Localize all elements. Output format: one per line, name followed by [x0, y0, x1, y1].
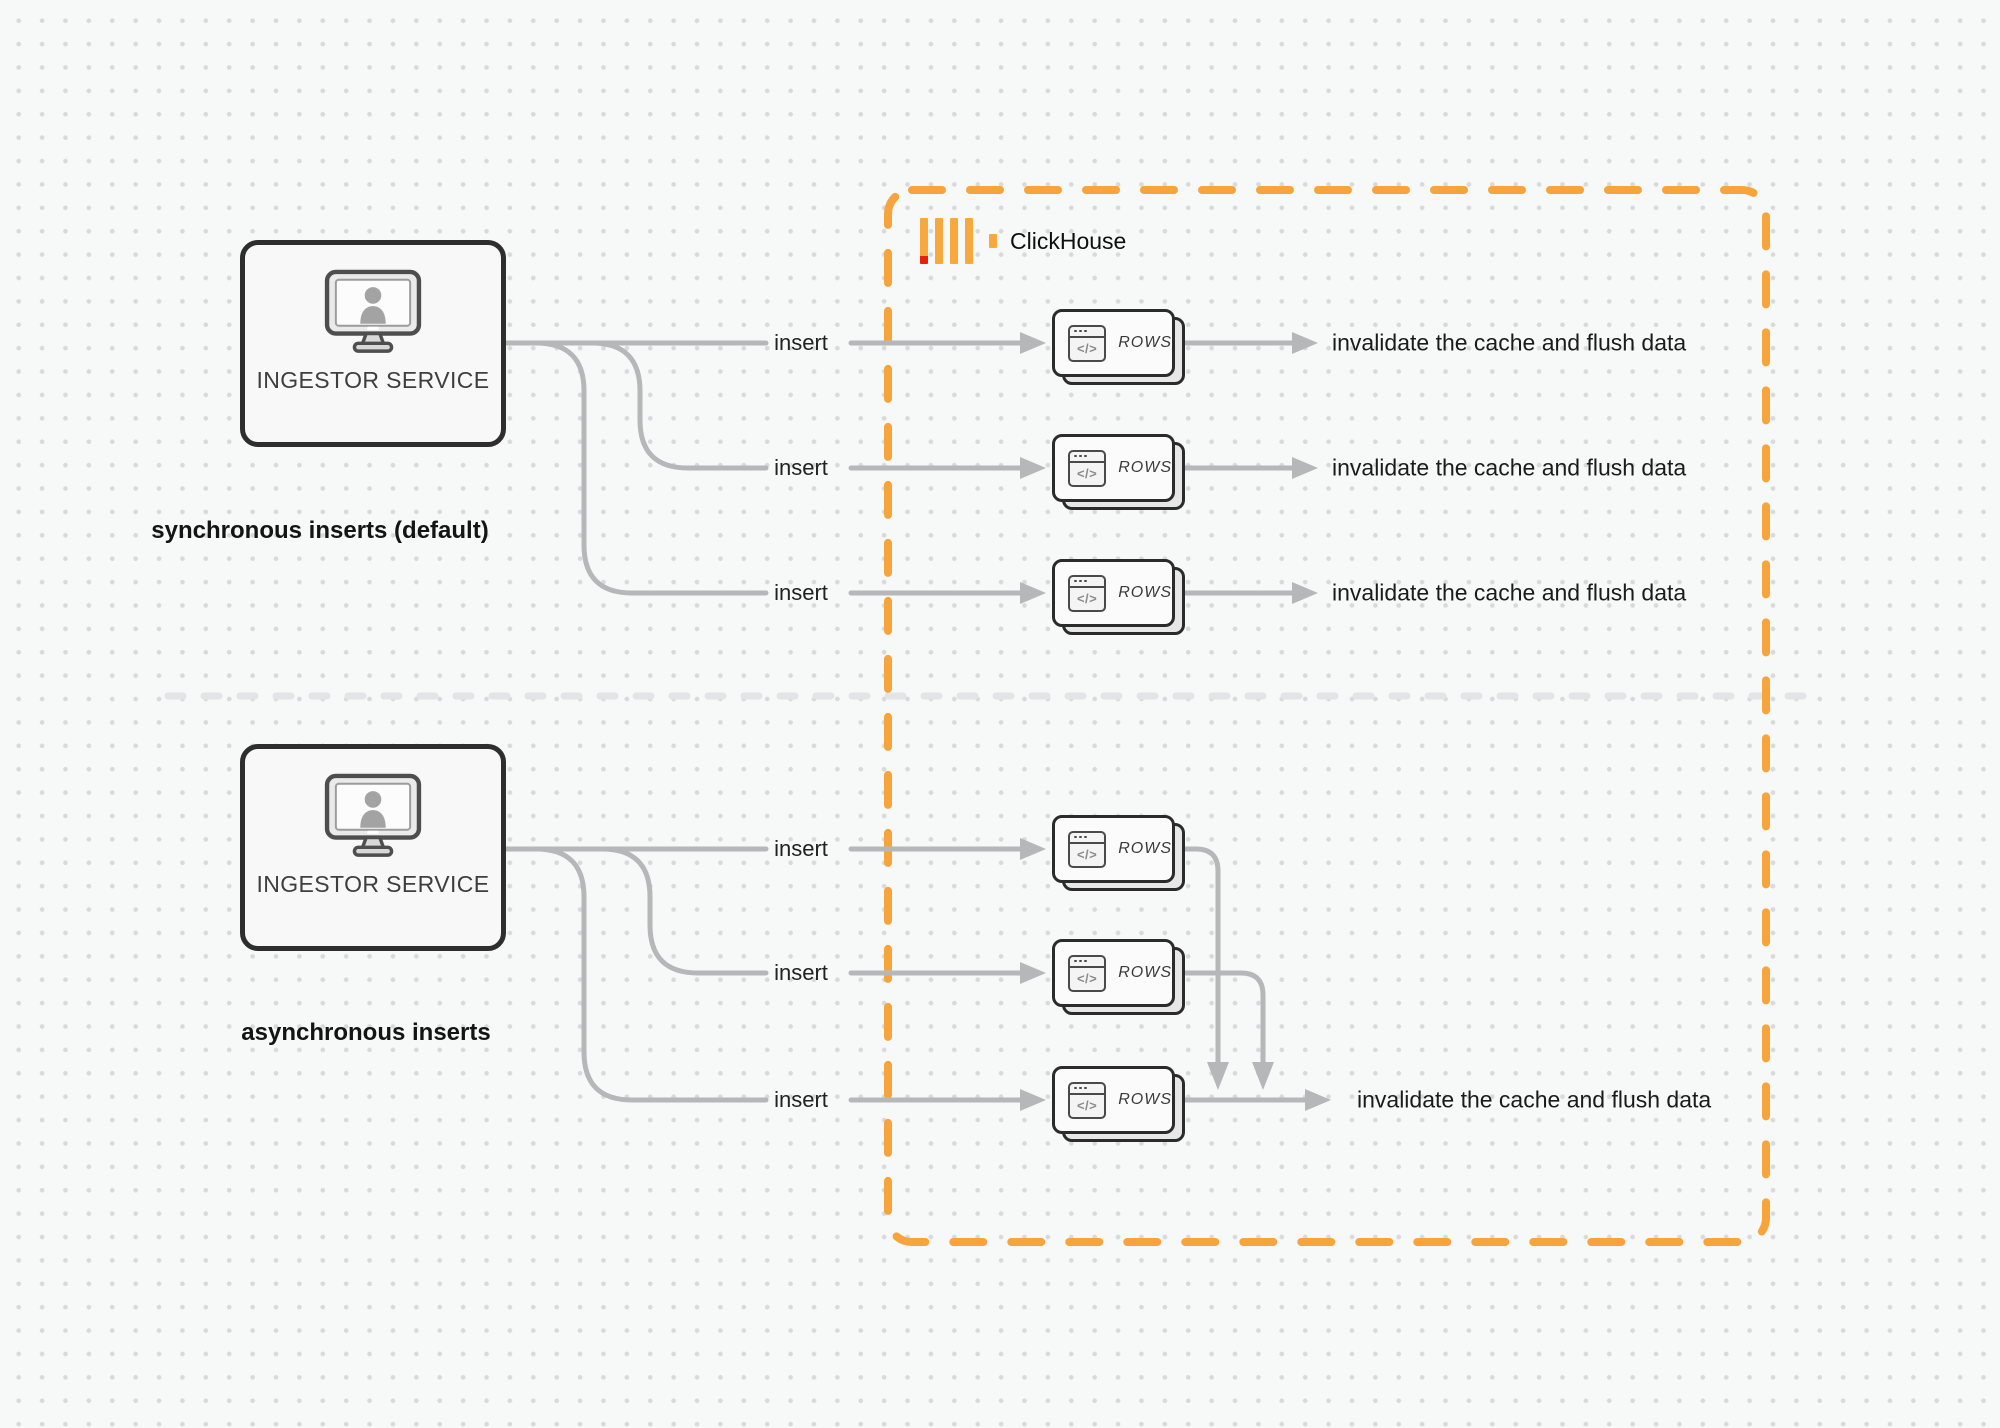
rows-card: </> ROWS — [1052, 559, 1188, 638]
clickhouse-logo-bar — [935, 218, 943, 264]
code-glyph: </> — [1076, 466, 1098, 481]
clickhouse-logo-bar-red — [920, 218, 928, 264]
ingestor-service-box-sync: INGESTOR SERVICE — [240, 240, 506, 447]
result-label: invalidate the cache and flush data — [1357, 1086, 1712, 1113]
ingestor-service-box-async: INGESTOR SERVICE — [240, 744, 506, 951]
clickhouse-label: ClickHouse — [1010, 227, 1127, 254]
monitor-user-icon — [324, 269, 422, 353]
code-window-icon: </> — [1068, 830, 1107, 868]
clickhouse-boundary — [884, 186, 1770, 1246]
code-window-icon: </> — [1068, 449, 1107, 487]
rows-card-face: </> ROWS — [1052, 434, 1175, 502]
ingestor-service-label: INGESTOR SERVICE — [256, 871, 490, 897]
clickhouse-logo-bar — [950, 218, 958, 264]
rows-card-label: ROWS — [1118, 840, 1172, 857]
async-merge-from-row1 — [1183, 846, 1221, 1065]
sync-connectors — [503, 332, 1318, 604]
code-window-icon: </> — [1068, 324, 1107, 362]
code-glyph: </> — [1076, 847, 1098, 862]
code-glyph: </> — [1076, 971, 1098, 986]
clickhouse-logo-bar — [965, 218, 973, 264]
rows-card: </> ROWS — [1052, 434, 1188, 513]
code-glyph: </> — [1076, 341, 1098, 356]
code-window-icon: </> — [1068, 1081, 1107, 1119]
rows-card: </> ROWS — [1052, 939, 1188, 1018]
code-window-icon: </> — [1068, 574, 1107, 612]
rows-card: </> ROWS — [1052, 309, 1188, 388]
sync-branch-row2 — [589, 340, 769, 471]
insert-label: insert — [774, 1087, 828, 1112]
clickhouse-logo: ClickHouse — [920, 218, 1126, 264]
code-window-icon: </> — [1068, 954, 1107, 992]
rows-card-face: </> ROWS — [1052, 1066, 1175, 1134]
async-branch-row2 — [599, 846, 769, 976]
code-glyph: </> — [1076, 591, 1098, 606]
result-label: invalidate the cache and flush data — [1332, 454, 1687, 481]
code-glyph: </> — [1076, 1098, 1098, 1113]
clickhouse-logo-bar-short — [989, 234, 997, 248]
result-label: invalidate the cache and flush data — [1332, 329, 1687, 356]
async-section-caption: asynchronous inserts — [241, 1019, 491, 1046]
rows-card-face: </> ROWS — [1052, 815, 1175, 883]
result-label: invalidate the cache and flush data — [1332, 579, 1687, 606]
rows-card-face: </> ROWS — [1052, 559, 1175, 627]
rows-card-face: </> ROWS — [1052, 939, 1175, 1007]
insert-label: insert — [774, 960, 828, 985]
sync-section-caption: synchronous inserts (default) — [151, 517, 489, 544]
rows-card-label: ROWS — [1118, 1091, 1172, 1108]
ingestor-service-label: INGESTOR SERVICE — [256, 367, 490, 393]
rows-card-face: </> ROWS — [1052, 309, 1175, 377]
insert-label: insert — [774, 836, 828, 861]
rows-card-label: ROWS — [1118, 964, 1172, 981]
insert-label: insert — [774, 330, 828, 355]
rows-card-label: ROWS — [1118, 459, 1172, 476]
async-connectors — [503, 838, 1331, 1111]
rows-card: </> ROWS — [1052, 1066, 1188, 1145]
insert-label: insert — [774, 580, 828, 605]
monitor-user-icon — [324, 773, 422, 857]
sync-branch-row3 — [533, 340, 769, 596]
rows-card: </> ROWS — [1052, 815, 1188, 894]
async-merge-from-row2 — [1183, 970, 1266, 1065]
insert-label: insert — [774, 455, 828, 480]
async-branch-row3 — [533, 846, 769, 1103]
rows-card-label: ROWS — [1118, 584, 1172, 601]
rows-card-label: ROWS — [1118, 334, 1172, 351]
